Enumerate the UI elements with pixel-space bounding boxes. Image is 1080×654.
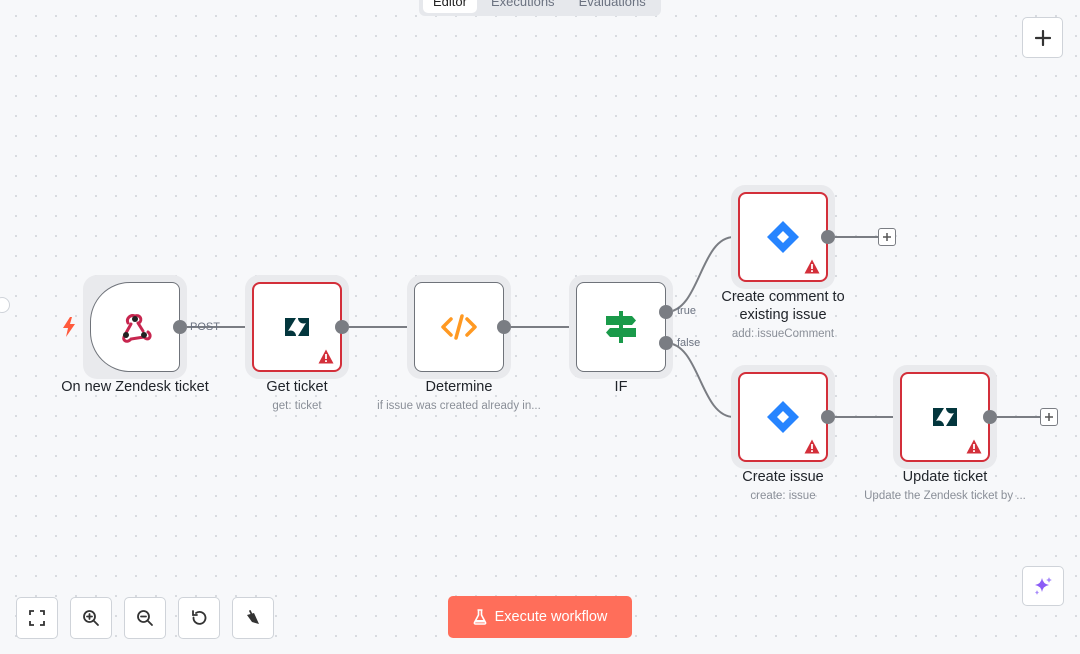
connection-if-false <box>665 342 735 418</box>
zendesk-icon <box>933 408 957 426</box>
node-on-new-zendesk-ticket[interactable] <box>83 275 187 379</box>
output-handle-false[interactable] <box>659 336 673 350</box>
node-determine[interactable] <box>407 275 511 379</box>
output-handle-true[interactable] <box>659 305 673 319</box>
connection-if-true <box>665 236 735 313</box>
node-title: Create issue <box>742 469 824 485</box>
fit-view-button[interactable] <box>16 597 58 639</box>
node-body[interactable] <box>414 282 504 372</box>
jira-icon <box>767 401 799 433</box>
zoom-out-button[interactable] <box>124 597 166 639</box>
node-subtitle: Update the Zendesk ticket by ... <box>864 490 1026 502</box>
add-next-node-button[interactable] <box>1040 408 1058 426</box>
reset-zoom-button[interactable] <box>178 597 220 639</box>
node-create-comment[interactable] <box>731 185 835 289</box>
plus-icon <box>1034 29 1051 46</box>
zoom-in-icon <box>83 610 99 626</box>
zendesk-icon <box>285 318 309 336</box>
warning-icon <box>318 349 334 364</box>
output-handle[interactable] <box>821 230 835 244</box>
output-handle[interactable] <box>821 410 835 424</box>
add-node-button[interactable] <box>1022 17 1063 58</box>
node-if[interactable] <box>569 275 673 379</box>
view-tabs: Editor Executions Evaluations <box>419 0 661 16</box>
tab-evaluations[interactable]: Evaluations <box>578 0 646 9</box>
node-body[interactable] <box>738 192 828 282</box>
webhook-icon <box>122 314 152 343</box>
zoom-in-button[interactable] <box>70 597 112 639</box>
node-subtitle: get: ticket <box>272 400 322 412</box>
execute-workflow-label: Execute workflow <box>494 609 608 625</box>
fit-view-icon <box>29 610 45 626</box>
node-get-ticket[interactable] <box>245 275 349 379</box>
node-subtitle: if issue was created already in... <box>377 400 541 412</box>
node-subtitle: create: issue <box>750 490 816 502</box>
sparkles-icon <box>1035 577 1052 595</box>
connection-label-false: false <box>677 337 701 349</box>
trigger-bolt-icon <box>63 317 75 337</box>
output-handle[interactable] <box>173 320 187 334</box>
node-title: Update ticket <box>902 469 988 485</box>
node-title: Determine <box>425 379 493 395</box>
node-body[interactable] <box>90 282 180 372</box>
node-title: IF <box>614 379 628 395</box>
node-body[interactable] <box>900 372 990 462</box>
node-create-issue[interactable] <box>731 365 835 469</box>
node-update-ticket[interactable] <box>893 365 997 469</box>
warning-icon <box>966 439 982 454</box>
signpost-icon <box>606 311 636 343</box>
node-title: On new Zendesk ticket <box>61 379 209 395</box>
node-body[interactable] <box>738 372 828 462</box>
node-title-line2: existing issue <box>739 307 827 323</box>
connection-label-true: true <box>677 305 696 317</box>
warning-icon <box>804 259 820 274</box>
add-next-node-button[interactable] <box>878 228 896 246</box>
tidy-up-button[interactable] <box>232 597 274 639</box>
code-icon <box>441 314 477 340</box>
output-handle[interactable] <box>497 320 511 334</box>
flask-icon <box>473 609 486 625</box>
node-body[interactable] <box>576 282 666 372</box>
tidy-up-icon <box>247 610 259 624</box>
zoom-out-icon <box>137 610 153 626</box>
reset-zoom-icon <box>192 610 207 625</box>
jira-icon <box>767 221 799 253</box>
connection-label-post: POST <box>190 321 220 333</box>
tab-executions[interactable]: Executions <box>490 0 555 9</box>
tab-editor[interactable]: Editor <box>423 0 477 13</box>
ai-assistant-button[interactable] <box>1022 566 1064 606</box>
execute-workflow-button[interactable]: Execute workflow <box>448 596 632 638</box>
plus-icon <box>1045 413 1053 421</box>
node-title: Create comment to <box>721 289 845 305</box>
output-handle[interactable] <box>983 410 997 424</box>
node-title: Get ticket <box>266 379 328 395</box>
node-subtitle: add: issueComment <box>731 328 835 340</box>
output-handle[interactable] <box>335 320 349 334</box>
plus-icon <box>883 233 891 241</box>
node-body[interactable] <box>252 282 342 372</box>
warning-icon <box>804 439 820 454</box>
